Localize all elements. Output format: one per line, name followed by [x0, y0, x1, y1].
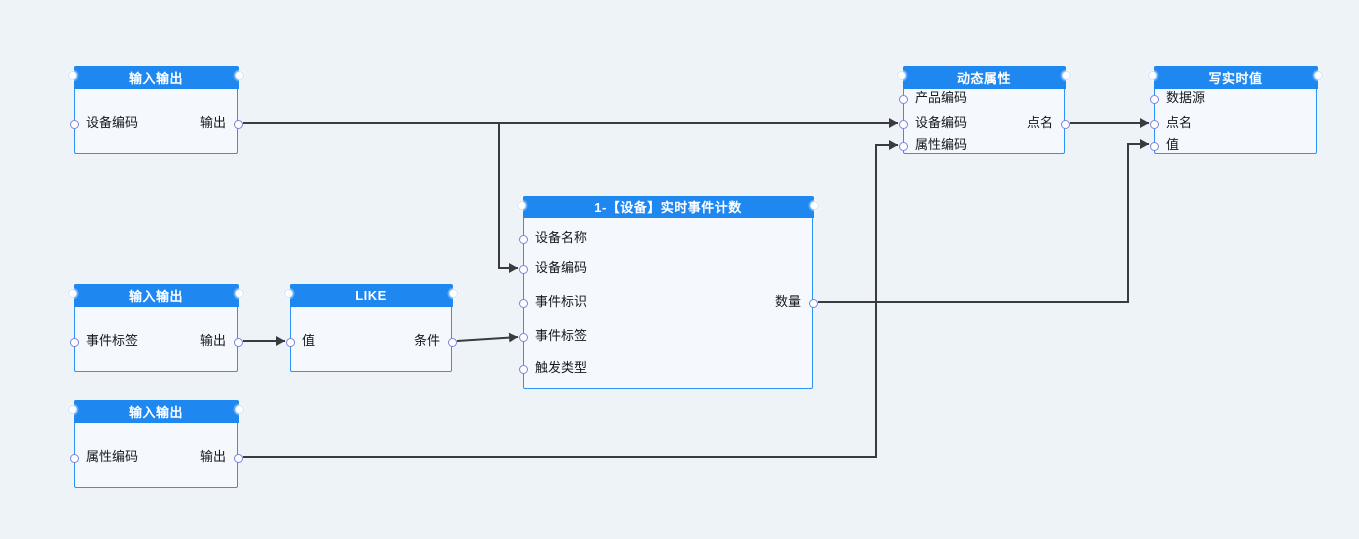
port-like-right-0[interactable] [447, 337, 457, 347]
port-input-output-event-tag-right-0[interactable] [233, 337, 243, 347]
port-dynamic-attribute-left-2[interactable] [898, 141, 908, 151]
header-port-right-icon[interactable] [235, 289, 244, 298]
port-label: 设备编码 [535, 260, 588, 275]
edge-count-to-write-value[interactable] [818, 139, 1149, 303]
port-write-realtime-value-left-1[interactable] [1149, 119, 1159, 129]
node-title: 1-【设备】实时事件计数 [594, 200, 742, 215]
header-port-left-icon[interactable] [68, 71, 77, 80]
node-header-input-output-device-code[interactable]: 输入输出 [68, 65, 244, 89]
port-label: 属性编码 [915, 137, 968, 152]
port-label: 事件标签 [86, 333, 139, 348]
port-label: 数据源 [1166, 90, 1206, 105]
port-label: 产品编码 [915, 90, 968, 105]
header-port-left-icon[interactable] [897, 71, 906, 80]
node-title: 输入输出 [128, 288, 183, 304]
header-port-right-icon[interactable] [1314, 71, 1323, 80]
port-dynamic-attribute-left-0[interactable] [898, 94, 908, 104]
node-like[interactable]: LIKE 值 条件 [284, 283, 458, 372]
port-realtime-event-count-left-1[interactable] [518, 264, 528, 274]
port-label: 输出 [199, 333, 226, 348]
port-input-output-device-code-left-0[interactable] [69, 119, 79, 129]
node-header-write-realtime-value[interactable]: 写实时值 [1148, 65, 1323, 89]
port-dynamic-attribute-left-1[interactable] [898, 119, 908, 129]
port-realtime-event-count-right-0[interactable] [808, 298, 818, 308]
port-label: 值 [1166, 137, 1180, 152]
port-input-output-event-tag-left-0[interactable] [69, 337, 79, 347]
header-port-left-icon[interactable] [68, 289, 77, 298]
node-title: 输入输出 [128, 404, 183, 420]
port-label: 数量 [774, 294, 801, 309]
node-header-input-output-attr-code[interactable]: 输入输出 [68, 399, 244, 423]
port-write-realtime-value-left-0[interactable] [1149, 94, 1159, 104]
port-label: 条件 [413, 333, 440, 348]
port-realtime-event-count-left-3[interactable] [518, 332, 528, 342]
node-input-output-attr-code[interactable]: 输入输出属性编码 输出 [68, 399, 244, 488]
node-header-like[interactable]: LIKE [284, 283, 458, 307]
port-like-left-0[interactable] [285, 337, 295, 347]
port-label: 输出 [199, 449, 226, 464]
header-port-left-icon[interactable] [1148, 71, 1157, 80]
port-input-output-attr-code-left-0[interactable] [69, 453, 79, 463]
header-port-right-icon[interactable] [235, 71, 244, 80]
node-title: LIKE [355, 287, 387, 303]
header-port-right-icon[interactable] [449, 289, 458, 298]
node-title: 写实时值 [1208, 70, 1263, 86]
node-header-realtime-event-count[interactable]: 1-【设备】实时事件计数 [517, 195, 819, 218]
port-label: 值 [302, 333, 316, 348]
header-port-right-icon[interactable] [235, 405, 244, 414]
port-label: 设备名称 [535, 230, 588, 245]
node-write-realtime-value[interactable]: 写实时值数据源点名值 [1148, 65, 1323, 154]
port-realtime-event-count-left-4[interactable] [518, 364, 528, 374]
node-header-input-output-event-tag[interactable]: 输入输出 [68, 283, 244, 307]
node-input-output-device-code[interactable]: 输入输出设备编码 输出 [68, 65, 244, 154]
edge-like-condition-to-counter-event-tag[interactable] [456, 332, 519, 343]
edge-device-output-branch-to-counter-device-code[interactable] [498, 123, 518, 273]
node-title: 动态属性 [956, 70, 1011, 86]
header-port-right-icon[interactable] [810, 201, 819, 210]
node-title: 输入输出 [128, 70, 183, 86]
port-label: 触发类型 [535, 360, 588, 375]
port-input-output-device-code-right-0[interactable] [233, 119, 243, 129]
port-label: 点名 [1166, 115, 1193, 130]
node-header-dynamic-attribute[interactable]: 动态属性 [897, 65, 1071, 89]
port-label: 属性编码 [86, 449, 139, 464]
port-realtime-event-count-left-0[interactable] [518, 234, 528, 244]
port-label: 输出 [199, 115, 226, 130]
header-port-right-icon[interactable] [1062, 71, 1071, 80]
port-realtime-event-count-left-2[interactable] [518, 298, 528, 308]
header-port-left-icon[interactable] [284, 289, 293, 298]
port-dynamic-attribute-right-0[interactable] [1060, 119, 1070, 129]
header-port-left-icon[interactable] [68, 405, 77, 414]
node-input-output-event-tag[interactable]: 输入输出事件标签 输出 [68, 283, 244, 372]
node-dynamic-attribute[interactable]: 动态属性产品编码设备编码属性编码 点名 [897, 65, 1071, 154]
port-label: 设备编码 [915, 115, 968, 130]
node-realtime-event-count[interactable]: 1-【设备】实时事件计数设备名称设备编码事件标识事件标签触发类型 数量 [517, 195, 819, 389]
port-label: 点名 [1026, 115, 1053, 130]
port-label: 事件标签 [535, 328, 588, 343]
port-write-realtime-value-left-2[interactable] [1149, 141, 1159, 151]
port-input-output-attr-code-right-0[interactable] [233, 453, 243, 463]
port-label: 事件标识 [535, 294, 588, 309]
header-port-left-icon[interactable] [517, 201, 526, 210]
port-label: 设备编码 [86, 115, 139, 130]
